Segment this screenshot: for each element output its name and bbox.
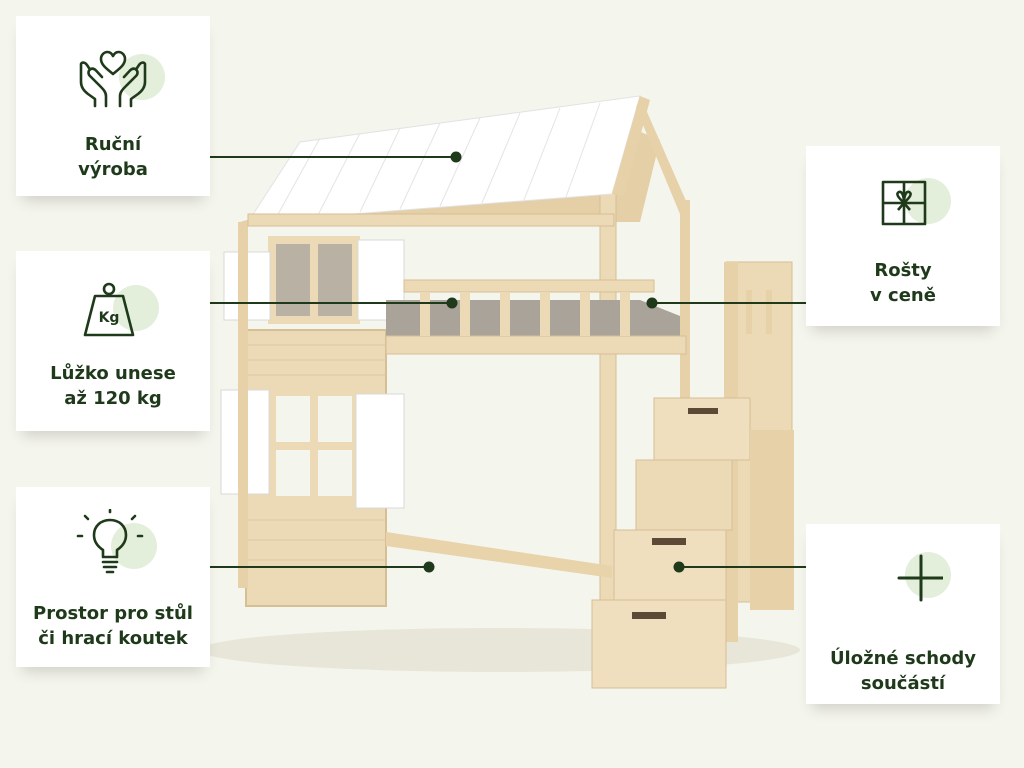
- connector-dot-load: [446, 297, 458, 309]
- connector-dot-handmade: [450, 151, 462, 163]
- gift-icon: [881, 180, 927, 226]
- feature-card-load: Kg Lůžko unese až 120 kg: [16, 251, 210, 431]
- hands-heart-icon: [79, 50, 147, 108]
- kg-weight-icon: Kg: [83, 282, 135, 337]
- connector-lines: [178, 151, 842, 573]
- weight-unit-text: Kg: [99, 310, 120, 326]
- loft-bed-house: [200, 95, 800, 689]
- connector-dot-space: [423, 561, 435, 573]
- feature-label: Lůžko unese až 120 kg: [50, 363, 176, 409]
- storage-stairs: [591, 261, 794, 689]
- feature-card-handmade: Ruční výroba: [16, 16, 210, 196]
- feature-label: Úložné schody součástí: [829, 648, 977, 694]
- lightbulb-icon: [76, 509, 144, 574]
- feature-card-space: Prostor pro stůl či hrací koutek: [16, 487, 210, 667]
- feature-label: Ruční výroba: [78, 134, 148, 180]
- connector-dot-stairs: [673, 561, 685, 573]
- plus-icon: [897, 554, 943, 602]
- feature-label: Rošty v ceně: [870, 260, 936, 306]
- feature-card-stairs: Úložné schody součástí: [806, 524, 1000, 704]
- feature-label: Prostor pro stůl či hrací koutek: [33, 603, 193, 649]
- connector-dot-slats: [646, 297, 658, 309]
- feature-card-slats: Rošty v ceně: [806, 146, 1000, 326]
